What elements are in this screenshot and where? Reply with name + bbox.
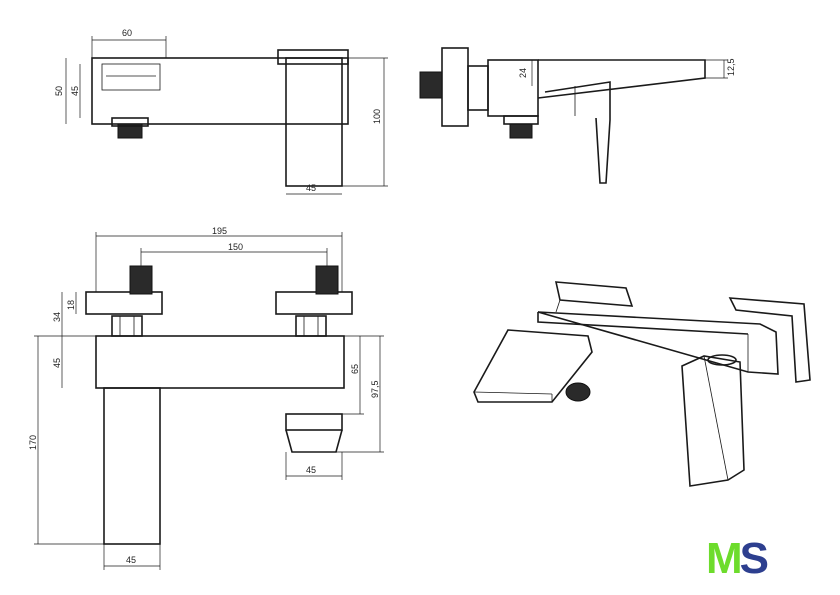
logo-letter-m: M [706, 534, 743, 583]
dim-18: 18 [66, 300, 76, 310]
dim-45-left: 45 [52, 358, 62, 368]
right-inlet-thread-icon [315, 265, 339, 295]
dim-170: 170 [28, 435, 38, 450]
iso-outlet-icon [565, 382, 591, 402]
inlet-thread-icon [117, 123, 143, 139]
front-view-small: 60 50 45 100 45 [54, 28, 388, 195]
dim-45: 45 [70, 86, 80, 96]
dim-45-bottom: 45 [306, 183, 316, 193]
side-view: 24 12,5 [419, 47, 736, 184]
dim-97-5: 97,5 [370, 380, 380, 398]
dim-12-5: 12,5 [726, 58, 736, 76]
dim-50: 50 [54, 86, 64, 96]
logo-letter-s: S [739, 534, 769, 583]
dim-65: 65 [350, 364, 360, 374]
side-thread-icon [419, 71, 443, 99]
dim-195: 195 [212, 226, 227, 236]
front-view-main: 195 150 18 34 45 170 65 97,5 45 45 [28, 226, 384, 570]
dim-60: 60 [122, 28, 132, 38]
brand-logo: MS [706, 534, 786, 584]
isometric-view [473, 281, 811, 487]
dim-100: 100 [372, 109, 382, 124]
dim-45-base: 45 [126, 555, 136, 565]
side-outlet-icon [509, 123, 533, 139]
dim-45-outlet: 45 [306, 465, 316, 475]
dim-150: 150 [228, 242, 243, 252]
left-inlet-thread-icon [129, 265, 153, 295]
dim-24: 24 [518, 68, 528, 78]
dim-34: 34 [52, 312, 62, 322]
